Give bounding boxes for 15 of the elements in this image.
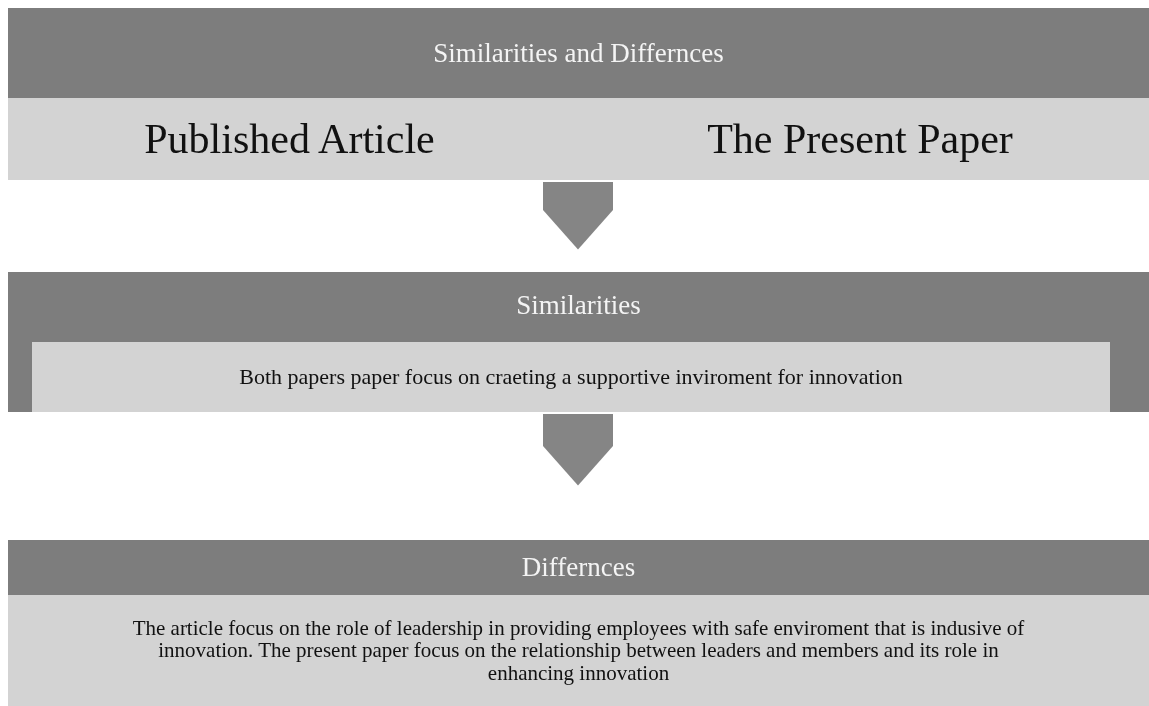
content-panel xyxy=(32,342,1110,412)
header-title: Similarities and Differnces xyxy=(433,37,724,69)
header-band xyxy=(8,540,1149,595)
header-title: Differnces xyxy=(521,552,636,583)
body-text: The Present Paper xyxy=(707,115,1013,163)
block-arrow xyxy=(543,182,613,250)
content-panel xyxy=(8,98,1149,180)
content-panel xyxy=(8,595,1149,706)
body-text: Published Article xyxy=(144,115,435,163)
header-band xyxy=(8,8,1149,98)
body-text: Both papers paper focus on craeting a supportive inviroment for innovation xyxy=(239,364,903,390)
header-band xyxy=(8,272,1149,412)
header-title: Similarities xyxy=(516,290,641,321)
block-arrow xyxy=(543,414,613,486)
body-text: The article focus on the role of leadership in providing employees with safe enviroment that is indusive of innovation. The present paper focus on the relationship between leaders and members and its role in enhancing innovation xyxy=(131,617,1026,684)
